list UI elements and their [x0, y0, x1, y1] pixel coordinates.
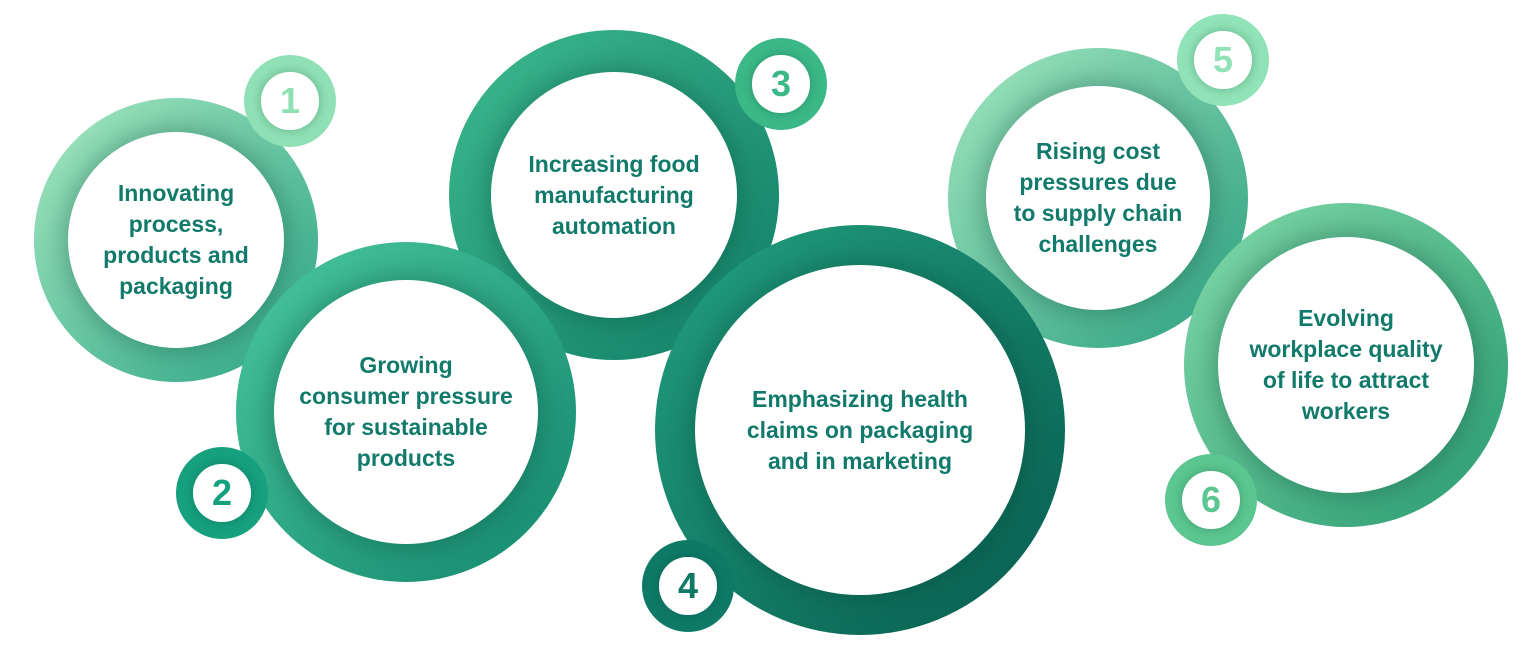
- circle-inner: Rising cost pressures due to supply chai…: [986, 86, 1210, 310]
- number-badge-2: 2: [176, 447, 268, 539]
- badge-number: 5: [1212, 39, 1234, 80]
- circle-inner: Increasing food manufacturing automation: [491, 72, 737, 318]
- badge-number: 4: [677, 565, 699, 606]
- number-badge-1: 1: [244, 55, 336, 147]
- circle-item-4: Emphasizing health claims on packaging a…: [655, 225, 1065, 635]
- circle-item-2: Growing consumer pressure for sustainabl…: [236, 242, 576, 582]
- circle-label: Innovating process, products and packagi…: [103, 180, 249, 299]
- number-badge-5: 5: [1177, 14, 1269, 106]
- circle-label: Emphasizing health claims on packaging a…: [746, 385, 974, 474]
- circle-inner: Evolving workplace quality of life to at…: [1218, 237, 1474, 493]
- circle-label: Increasing food manufacturing automation: [528, 150, 700, 239]
- circle-label: Rising cost pressures due to supply chai…: [1013, 138, 1183, 257]
- circle-inner: Emphasizing health claims on packaging a…: [695, 265, 1025, 595]
- number-badge-6: 6: [1165, 454, 1257, 546]
- number-badge-3: 3: [735, 38, 827, 130]
- badge-number: 2: [211, 472, 233, 513]
- circle-label: Growing consumer pressure for sustainabl…: [299, 352, 513, 471]
- number-badge-4: 4: [642, 540, 734, 632]
- badge-number: 1: [279, 80, 301, 121]
- badge-number: 6: [1200, 479, 1222, 520]
- circle-inner: Growing consumer pressure for sustainabl…: [274, 280, 538, 544]
- circle-inner: Innovating process, products and packagi…: [68, 132, 284, 348]
- circle-label: Evolving workplace quality of life to at…: [1249, 305, 1443, 424]
- badge-number: 3: [770, 63, 792, 104]
- circle-item-1: Innovating process, products and packagi…: [34, 98, 318, 382]
